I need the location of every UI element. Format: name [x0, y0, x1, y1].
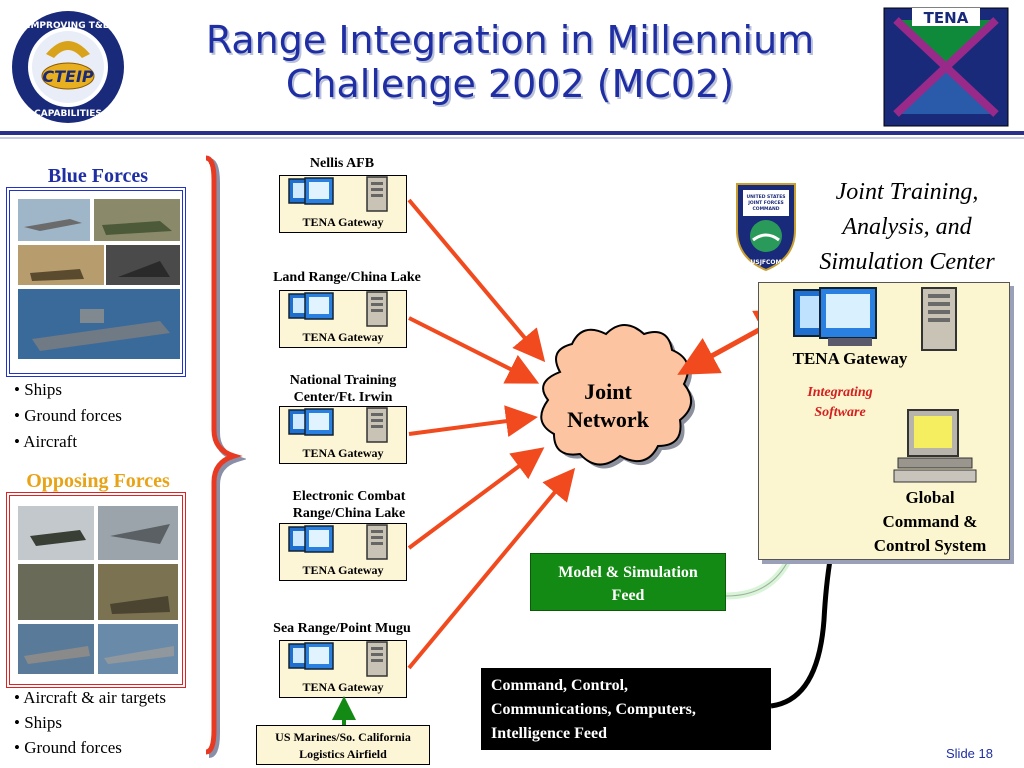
arrow-land-range-to-network: [408, 316, 540, 384]
gateway-label: TENA Gateway: [302, 563, 384, 577]
site-label-nellis: Nellis AFB: [262, 155, 422, 172]
list-item: • Ships: [14, 713, 62, 732]
site-label-line: Electronic Combat: [292, 489, 406, 504]
joint-network-cloud: [540, 324, 696, 469]
gateway-computer-icon: [288, 291, 388, 327]
gccs-computer-icon: [893, 409, 977, 483]
site-label-ec-range: Electronic Combat Range/China Lake: [262, 488, 436, 522]
jtasc-title-line: Analysis, and: [842, 214, 972, 240]
jtasc-title-line: Joint Training,: [835, 179, 979, 205]
list-item: • Ground forces: [14, 406, 122, 425]
opposing-forces-label: Opposing Forces: [26, 470, 170, 492]
joint-network-line: Joint: [584, 379, 632, 404]
title-line-1: Range Integration in Millennium: [205, 18, 815, 62]
gateway-label: TENA Gateway: [302, 215, 384, 229]
gateway-label: TENA Gateway: [302, 446, 384, 460]
jtasc-equipment: [793, 287, 977, 483]
gccs-line: Global: [905, 488, 955, 507]
usmc-line: US Marines/So. California: [275, 730, 411, 744]
site-label-line: Land Range/China Lake: [273, 270, 421, 285]
arrow-nellis-to-network: [407, 198, 546, 363]
tena-logo: TENA: [883, 7, 1009, 127]
blue-forces-label: Blue Forces: [47, 165, 149, 187]
site-label-line: Sea Range/Point Mugu: [273, 621, 411, 636]
site-label-line: Nellis AFB: [309, 156, 375, 171]
cteip-logo: CTEIP IMPROVING T&E CAPABILITIES: [12, 11, 124, 123]
usmc-airfield-box: US Marines/So. California Logistics Airf…: [256, 725, 430, 765]
integrating-software-label: Integrating Software: [785, 383, 895, 423]
svg-text:USJFCOM: USJFCOM: [751, 259, 782, 266]
site-label-sea-range: Sea Range/Point Mugu: [250, 620, 434, 637]
svg-text:CAPABILITIES: CAPABILITIES: [34, 109, 102, 119]
c4-line: Command, Control,: [491, 677, 629, 694]
usmc-line: Logistics Airfield: [299, 747, 387, 761]
slide-number: Slide 18: [946, 746, 993, 761]
arrow-sea-range-to-network: [407, 467, 576, 670]
site-label-ntc: National Training Center/Ft. Irwin: [262, 372, 424, 406]
arrow-ec-range-to-network: [407, 447, 545, 550]
list-item: • Aircraft: [14, 432, 78, 451]
gateway-computer-icon: [288, 176, 388, 212]
opposing-forces-photo-frame: [6, 492, 186, 688]
joint-network-line: Network: [567, 407, 649, 432]
list-item: • Aircraft & air targets: [14, 688, 166, 707]
integrating-line: Integrating: [807, 385, 873, 400]
blue-forces-list: • Ships • Ground forces • Aircraft: [14, 377, 122, 455]
gateway-computer-icon: [288, 407, 388, 443]
jtasc-server-icon: [921, 287, 957, 351]
gccs-label: Global Command & Control System: [850, 486, 1010, 558]
gateway-label: TENA Gateway: [302, 330, 384, 344]
list-item: • Ground forces: [14, 738, 122, 757]
gateway-label: TENA Gateway: [302, 680, 384, 694]
site-label-land-range: Land Range/China Lake: [246, 269, 448, 286]
opposing-forces-list: • Aircraft & air targets • Ships • Groun…: [14, 685, 166, 760]
c4-feed-box: Command, Control, Communications, Comput…: [481, 668, 771, 750]
svg-text:COMMAND: COMMAND: [752, 206, 779, 212]
jtasc-title-line: Simulation Center: [819, 249, 995, 275]
title-line-2: Challenge 2002 (MC02): [285, 62, 735, 106]
svg-text:UNITED STATES: UNITED STATES: [746, 194, 785, 200]
forces-brace: [205, 155, 246, 758]
svg-text:JOINT FORCES: JOINT FORCES: [747, 200, 784, 206]
c4-line: Intelligence Feed: [491, 725, 607, 742]
jfcom-shield-logo: UNITED STATES JOINT FORCES COMMAND USJFC…: [736, 183, 796, 272]
header-rule-shadow: [0, 137, 1024, 139]
msf-line: Model & Simulation: [558, 564, 698, 581]
msf-line: Feed: [611, 587, 645, 604]
arrow-ntc-to-network: [408, 405, 538, 438]
cteip-center-text: CTEIP: [42, 67, 94, 86]
jtasc-gateway-label: TENA Gateway: [792, 349, 908, 368]
svg-text:IMPROVING T&E: IMPROVING T&E: [27, 21, 109, 31]
tena-logo-text: TENA: [924, 9, 969, 27]
site-label-line: Center/Ft. Irwin: [293, 390, 393, 405]
site-label-line: National Training: [289, 373, 397, 388]
gateway-computer-icon: [288, 524, 388, 560]
site-label-line: Range/China Lake: [292, 506, 406, 521]
c4-line: Communications, Computers,: [491, 701, 696, 718]
jtasc-workstation-icon: [793, 287, 877, 346]
list-item: • Ships: [14, 380, 62, 399]
gccs-line: Command &: [882, 512, 978, 531]
gccs-line: Control System: [873, 536, 987, 555]
joint-network-label: Joint Network: [548, 378, 668, 434]
integrating-line: Software: [814, 405, 866, 420]
page-title: Range Integration in Millennium Challeng…: [150, 18, 870, 106]
header-rule: [0, 131, 1024, 135]
blue-forces-photo-frame: [6, 187, 186, 377]
gateway-computer-icon: [288, 641, 388, 677]
model-sim-feed-box: Model & Simulation Feed: [530, 553, 726, 611]
jtasc-title: Joint Training, Analysis, and Simulation…: [796, 175, 1018, 280]
